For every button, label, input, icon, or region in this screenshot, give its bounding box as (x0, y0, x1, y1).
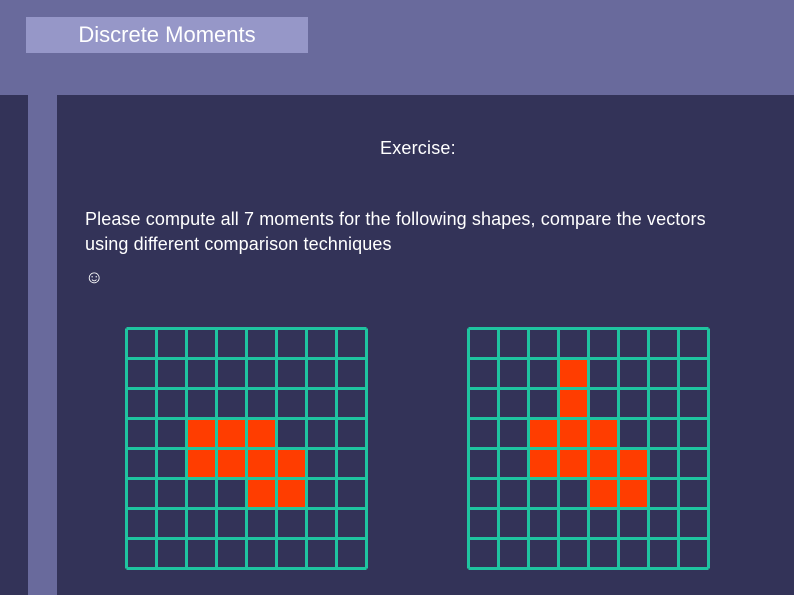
filled-cell (246, 418, 277, 449)
filled-cell (618, 448, 649, 479)
filled-cell (186, 448, 217, 479)
filled-cell (588, 478, 619, 509)
smiley-icon: ☺ (85, 267, 104, 287)
filled-cell (276, 478, 307, 509)
slide-title: Discrete Moments (26, 17, 308, 53)
filled-cell (558, 358, 589, 389)
filled-cell (588, 448, 619, 479)
left-accent-bar (28, 95, 57, 595)
filled-cell (558, 448, 589, 479)
filled-cell (528, 448, 559, 479)
shape-grid-left (125, 327, 368, 570)
filled-cell (276, 448, 307, 479)
filled-cell (186, 418, 217, 449)
instructions-text: Please compute all 7 moments for the fol… (85, 209, 706, 254)
filled-cell (246, 478, 277, 509)
exercise-heading: Exercise: (380, 138, 456, 158)
shape-grid-right (467, 327, 710, 570)
filled-cell (558, 388, 589, 419)
filled-cell (528, 418, 559, 449)
filled-cell (558, 418, 589, 449)
filled-cell (618, 478, 649, 509)
filled-cell (588, 418, 619, 449)
filled-cell (216, 418, 247, 449)
filled-cell (246, 448, 277, 479)
filled-cell (216, 448, 247, 479)
slide-content: Exercise: Please compute all 7 moments f… (57, 95, 794, 595)
